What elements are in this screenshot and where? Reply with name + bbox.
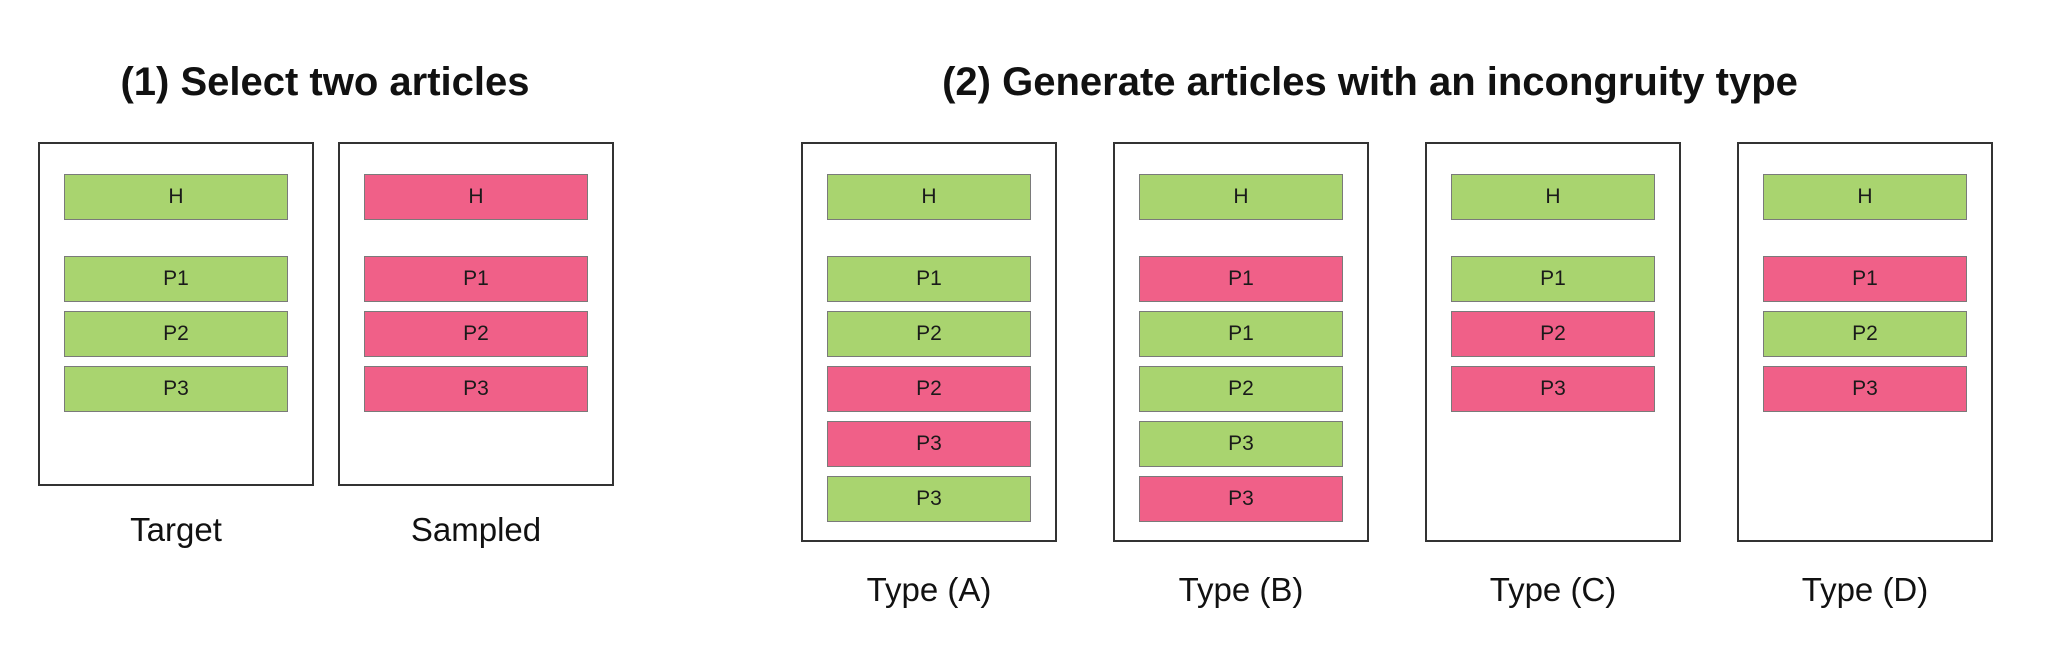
block-paragraph: P1 [827,256,1031,302]
block-paragraph: P2 [64,311,288,357]
caption-type-b: Type (B) [1178,571,1304,608]
block-paragraph: P1 [1763,256,1967,302]
article-type-a: H P1 P2 P2 P3 P3 [801,142,1057,542]
block-paragraph: P2 [827,366,1031,412]
block-paragraph: P2 [364,311,588,357]
block-paragraph: P1 [1451,256,1655,302]
block-paragraph: P3 [364,366,588,412]
block-headline: H [827,174,1031,220]
block-paragraph: P3 [64,366,288,412]
caption-sampled: Sampled [410,511,542,548]
caption-type-c: Type (C) [1489,571,1617,608]
block-paragraph: P3 [827,476,1031,522]
article-type-b: H P1 P1 P2 P3 P3 [1113,142,1369,542]
block-paragraph: P1 [364,256,588,302]
section-1-title: (1) Select two articles [120,60,530,104]
block-paragraph: P3 [1139,421,1343,467]
block-paragraph: P2 [827,311,1031,357]
article-type-c: H P1 P2 P3 [1425,142,1681,542]
article-sampled: H P1 P2 P3 [338,142,614,486]
block-headline: H [1139,174,1343,220]
block-headline: H [64,174,288,220]
block-paragraph: P1 [1139,311,1343,357]
block-paragraph: P1 [64,256,288,302]
block-paragraph: P2 [1139,366,1343,412]
block-headline: H [364,174,588,220]
block-headline: H [1451,174,1655,220]
article-target: H P1 P2 P3 [38,142,314,486]
block-paragraph: P2 [1763,311,1967,357]
article-type-d: H P1 P2 P3 [1737,142,1993,542]
block-headline: H [1763,174,1967,220]
block-paragraph: P3 [1763,366,1967,412]
block-paragraph: P2 [1451,311,1655,357]
block-paragraph: P3 [827,421,1031,467]
section-2-title: (2) Generate articles with an incongruit… [942,60,1798,104]
caption-target: Target [130,511,222,548]
block-paragraph: P3 [1139,476,1343,522]
caption-type-d: Type (D) [1801,571,1929,608]
caption-type-a: Type (A) [866,571,992,608]
block-paragraph: P1 [1139,256,1343,302]
block-paragraph: P3 [1451,366,1655,412]
